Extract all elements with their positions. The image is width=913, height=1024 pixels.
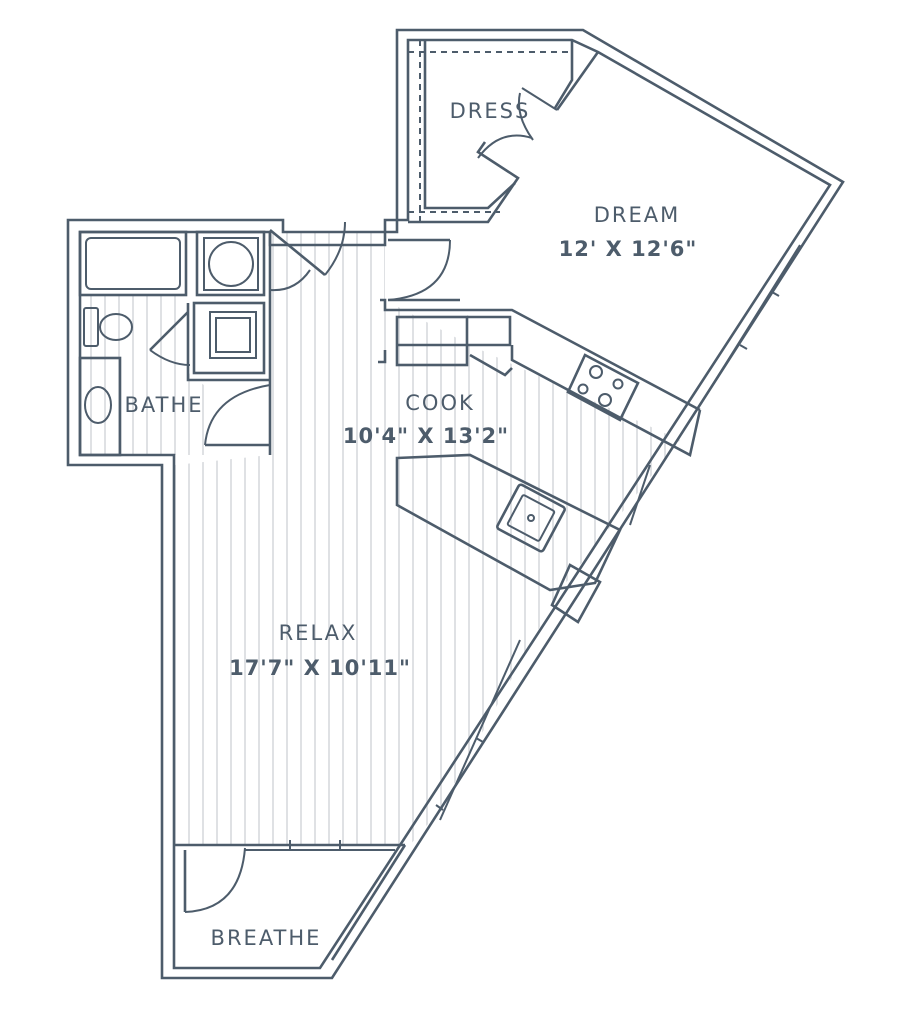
burner <box>589 365 603 379</box>
room-label-breathe: BREATHE <box>211 926 322 950</box>
toilet-tank <box>83 307 99 347</box>
burner <box>598 393 612 407</box>
room-label-dream: DREAM <box>594 203 681 227</box>
balcony-door-swing <box>184 847 246 913</box>
vanity <box>78 356 122 457</box>
bedroom-door <box>387 238 460 302</box>
bath-door-swing <box>204 384 271 446</box>
floor-hatch-relax-cook <box>175 232 680 845</box>
room-label-relax: RELAX <box>279 621 358 645</box>
room-size-cook: 10'4" X 13'2" <box>343 424 509 448</box>
dryer <box>192 301 266 375</box>
burner <box>577 383 589 395</box>
room-size-dream: 12' X 12'6" <box>559 237 698 261</box>
bathtub <box>78 230 188 297</box>
bathroom <box>78 221 346 457</box>
floor-hatch-bathe <box>82 295 210 455</box>
room-label-bathe: BATHE <box>124 393 203 417</box>
toilet-bowl <box>99 313 133 341</box>
dress-closet <box>408 40 600 224</box>
room-label-cook: COOK <box>405 391 475 415</box>
exterior-wall-outer <box>66 28 845 980</box>
sink <box>496 483 566 553</box>
stove <box>566 353 640 422</box>
bedroom-kitchen-wall <box>380 298 701 412</box>
room-size-relax: 17'7" X 10'11" <box>229 656 411 680</box>
balcony <box>174 639 521 961</box>
room-label-dress: DRESS <box>450 99 531 123</box>
dress-door-swing <box>477 134 533 159</box>
kitchen-island <box>395 453 622 592</box>
washer <box>195 230 266 297</box>
kitchen <box>395 315 702 624</box>
burner <box>612 378 624 390</box>
sink <box>84 386 112 424</box>
pantry <box>550 563 602 624</box>
